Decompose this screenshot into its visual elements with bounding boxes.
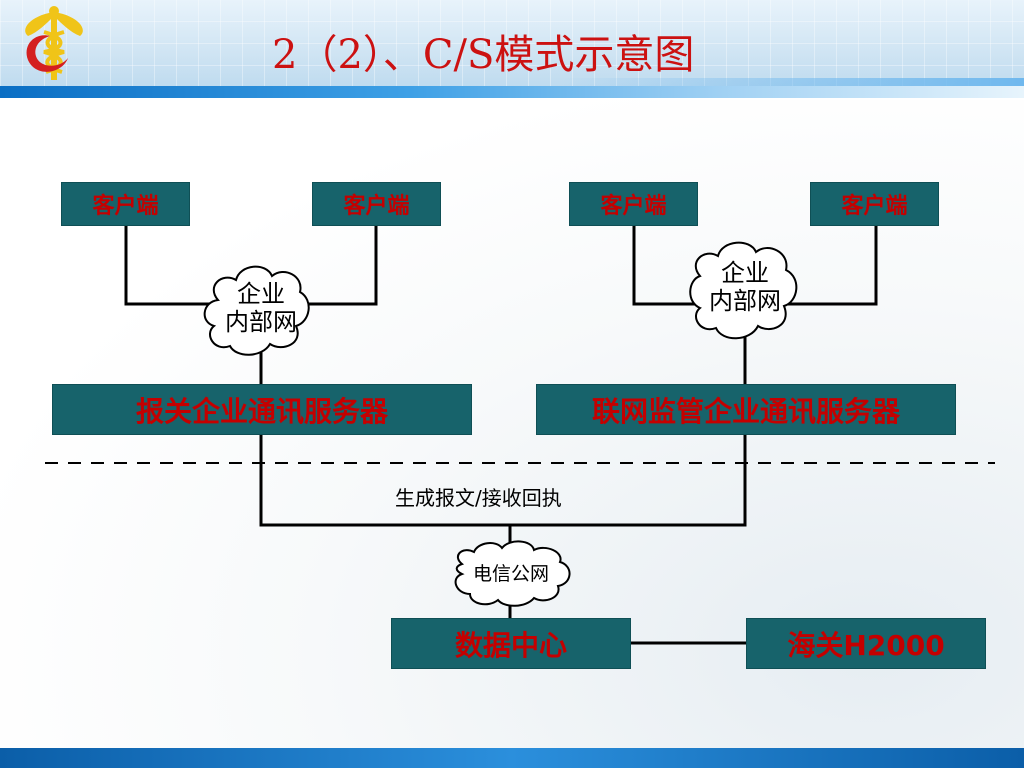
client-box-4: 客户端 xyxy=(810,182,939,226)
customs-system-box: 海关H2000 xyxy=(746,618,986,669)
cloud-left-label: 企业 内部网 xyxy=(206,280,316,336)
header-highlight xyxy=(560,78,1024,88)
link-servers-public xyxy=(259,434,747,527)
exchange-label: 生成报文/接收回执 xyxy=(395,486,562,510)
cloud-center xyxy=(454,540,571,607)
server-right: 联网监管企业通讯服务器 xyxy=(536,384,956,435)
cloud-left-line-1: 企业 xyxy=(237,280,285,308)
client-box-1: 客户端 xyxy=(61,182,190,226)
client-box-2: 客户端 xyxy=(312,182,441,226)
cloud-right-line-2: 内部网 xyxy=(709,286,781,315)
cloud-right xyxy=(689,241,798,340)
slide-header: 2（2）、C/S模式示意图 xyxy=(0,0,1024,98)
data-center-box: 数据中心 xyxy=(391,618,631,669)
cloud-right-label: 企业 内部网 xyxy=(690,259,800,315)
header-band xyxy=(0,86,1024,98)
server-left: 报关企业通讯服务器 xyxy=(52,384,472,435)
cloud-left xyxy=(203,265,310,356)
caduceus-logo-icon xyxy=(25,6,83,80)
client-box-3: 客户端 xyxy=(569,182,698,226)
slide-footer xyxy=(0,748,1024,768)
cloud-right-line-1: 企业 xyxy=(721,259,769,287)
cloud-left-line-2: 内部网 xyxy=(225,307,297,336)
cloud-center-label: 电信公网 xyxy=(472,563,549,585)
slide-title: 2（2）、C/S模式示意图 xyxy=(272,32,695,78)
